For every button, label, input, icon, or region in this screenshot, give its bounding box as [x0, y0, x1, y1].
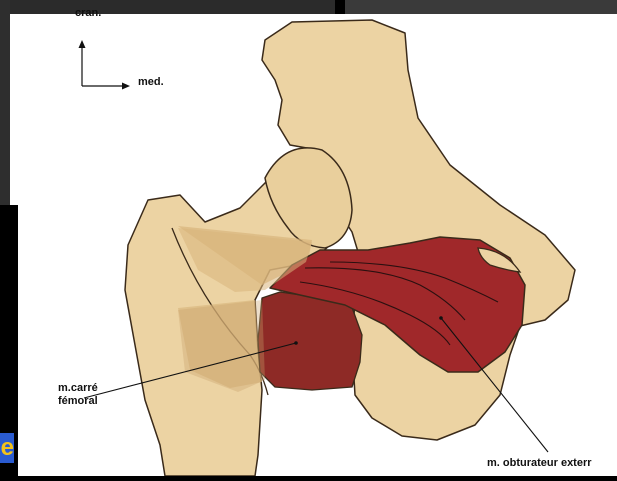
quadratus-femoris-leader-dot [294, 341, 298, 345]
quadratus-femoris-label-line1: m.carré [58, 382, 98, 395]
quadratus-femoris-label-line2: fémoral [58, 395, 98, 408]
background-photo-left [0, 0, 10, 205]
quadratus-femoris-label: m.carré fémoral [58, 382, 98, 408]
slide-text-fragment: e [0, 433, 14, 463]
cranial-label: cran. [75, 7, 101, 20]
obturator-externus-leader-dot [439, 316, 443, 320]
obturator-externus-label: m. obturateur exterr [487, 457, 592, 470]
medial-label: med. [138, 76, 164, 89]
quadratus-femoris-muscle [258, 292, 362, 390]
background-photo-top-right [345, 0, 617, 14]
background-photo-top-left [0, 0, 335, 14]
